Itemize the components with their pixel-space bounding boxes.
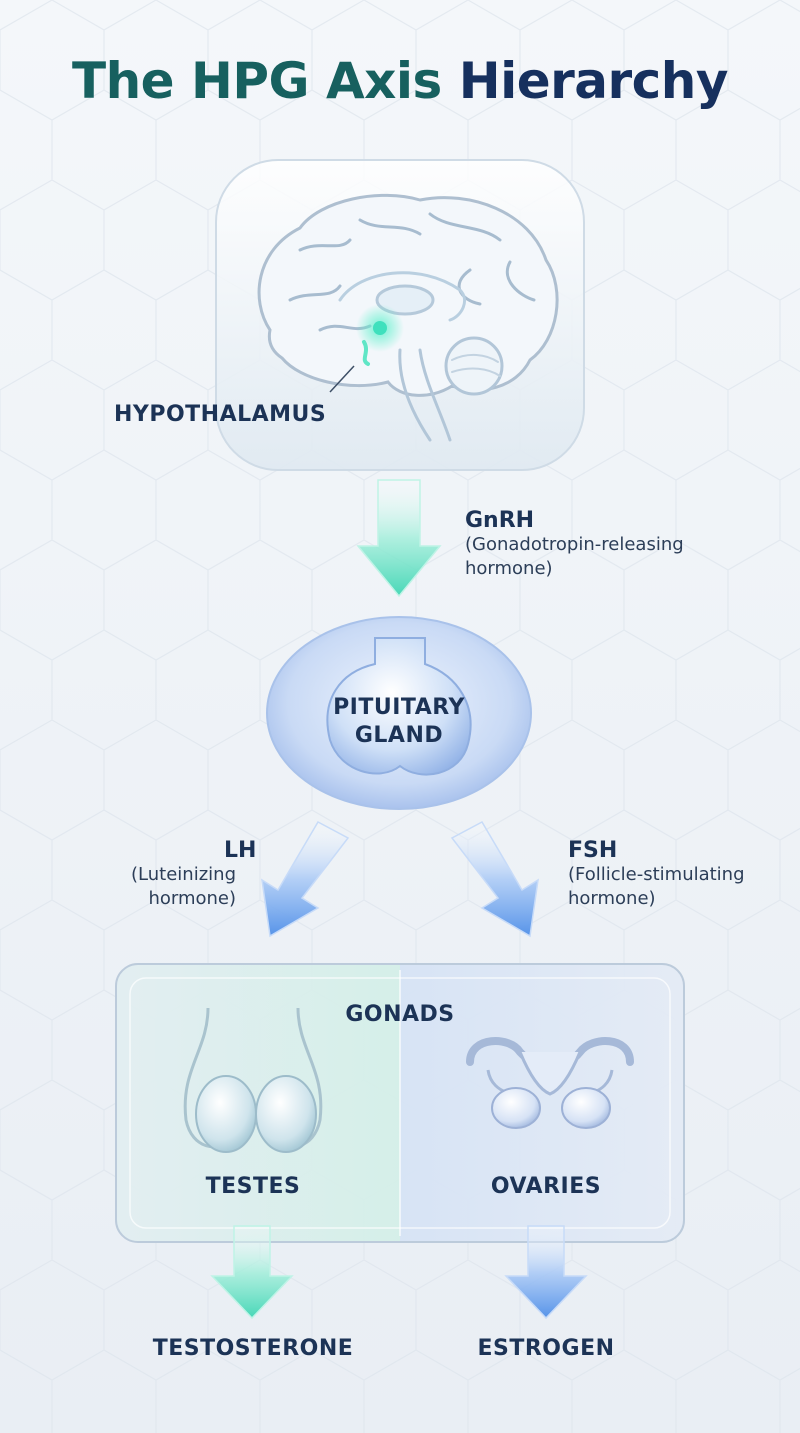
fsh-desc-line2: hormone) [568,888,656,909]
pituitary-label-line1: PITUITARY [333,695,465,720]
gnrh-desc-line1: (Gonadotropin-releasing [465,534,684,555]
fsh-arrow [450,820,539,938]
gonads-label: GONADS [345,1002,455,1027]
pituitary-gland-icon [326,637,472,776]
gnrh-desc-line2: hormone) [465,558,553,579]
pituitary-stalk [362,340,370,366]
pituitary-label: PITUITARY GLAND [299,694,499,750]
hypothalamus-pointer [329,365,355,393]
gonads-node [115,963,685,1243]
hypothalamus-dot [373,321,387,335]
pituitary-label-line2: GLAND [354,723,444,748]
fsh-desc-line1: (Follicle-stimulating [568,864,745,885]
ovaries-label: OVARIES [490,1174,602,1199]
testes-icon [183,1007,323,1153]
lh-arrow [261,820,350,938]
hypothalamus-label: HYPOTHALAMUS [114,402,327,427]
gnrh-name: GnRH [465,508,535,533]
testosterone-label: TESTOSTERONE [152,1336,354,1361]
title-part-1: The HPG Axis [71,52,442,110]
hypothalamus-node [215,159,585,471]
fsh-label: FSH (Follicle-stimulating hormone) [568,838,745,911]
lh-desc-line1: (Luteinizing [131,864,236,885]
pituitary-node [266,616,532,810]
brain-icon [257,193,559,442]
fsh-name: FSH [568,838,618,863]
lh-name: LH [224,838,257,863]
testosterone-arrow [210,1225,294,1320]
estrogen-arrow [504,1225,588,1320]
lh-desc-line2: hormone) [148,888,236,909]
ovaries-icon [466,1037,634,1129]
page-title: The HPG Axis Hierarchy [0,52,800,110]
title-part-2: Hierarchy [458,52,729,110]
testes-label: TESTES [205,1174,301,1199]
gnrh-label: GnRH (Gonadotropin-releasing hormone) [465,508,684,581]
estrogen-label: ESTROGEN [477,1336,615,1361]
gnrh-arrow [356,479,442,598]
lh-label: LH (Luteinizing hormone) [100,838,257,911]
